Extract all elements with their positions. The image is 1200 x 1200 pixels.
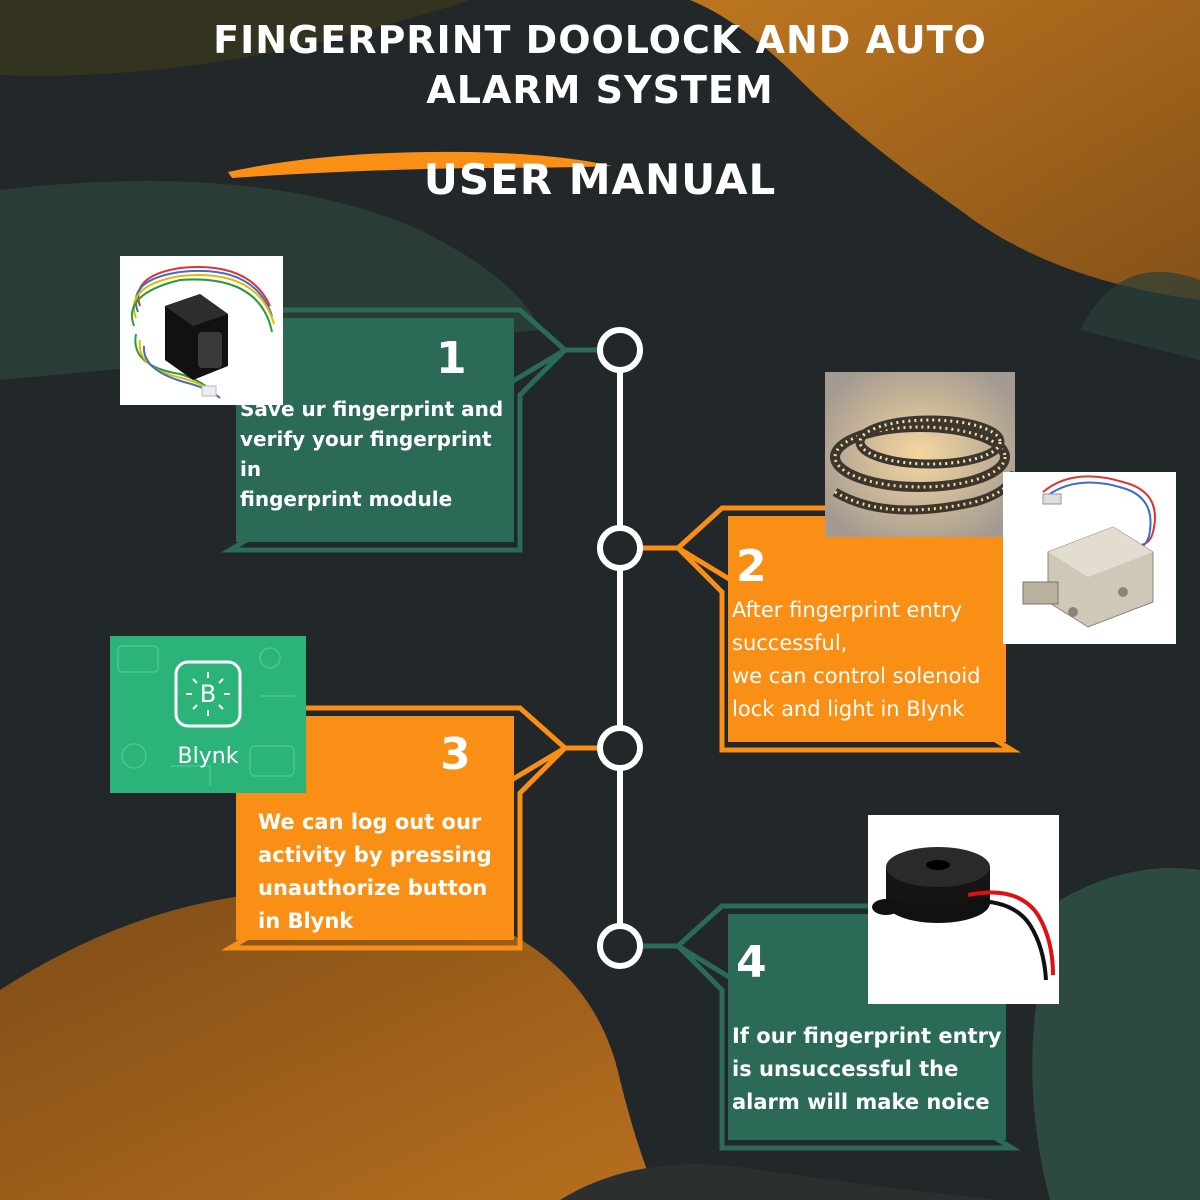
- step-number-3: 3: [440, 729, 471, 780]
- step-text-4: If our fingerprint entry is unsuccessful…: [732, 1024, 1002, 1114]
- blynk-logo-icon: B Blynk: [110, 636, 306, 793]
- blynk-logo-glyph: B: [199, 680, 217, 708]
- blynk-logo-label: Blynk: [177, 744, 239, 769]
- page-subtitle: USER MANUAL: [423, 155, 777, 204]
- step-number-4: 4: [736, 937, 767, 988]
- timeline-node-2: [597, 525, 643, 571]
- page-title-line-1: FINGERPRINT DOOLOCK AND AUTO: [213, 18, 987, 62]
- solenoid-lock-icon: [1003, 472, 1176, 644]
- step-card-2: 2 After fingerprint entry successful, we…: [728, 516, 1006, 742]
- buzzer-icon: [868, 815, 1059, 1004]
- timeline-node-4: [597, 923, 643, 969]
- step-text-2: After fingerprint entry successful, we c…: [732, 598, 981, 721]
- timeline-node-1: [597, 327, 643, 373]
- led-strip-icon: [825, 372, 1015, 537]
- step-number-2: 2: [736, 541, 767, 592]
- step-text-1: Save ur fingerprint and verify your fing…: [240, 397, 504, 511]
- step-text-3: We can log out our activity by pressing …: [258, 810, 492, 933]
- timeline-node-3: [597, 725, 643, 771]
- step-number-1: 1: [436, 333, 467, 384]
- page-title-line-2: ALARM SYSTEM: [426, 68, 774, 112]
- fingerprint-module-icon: [120, 256, 283, 405]
